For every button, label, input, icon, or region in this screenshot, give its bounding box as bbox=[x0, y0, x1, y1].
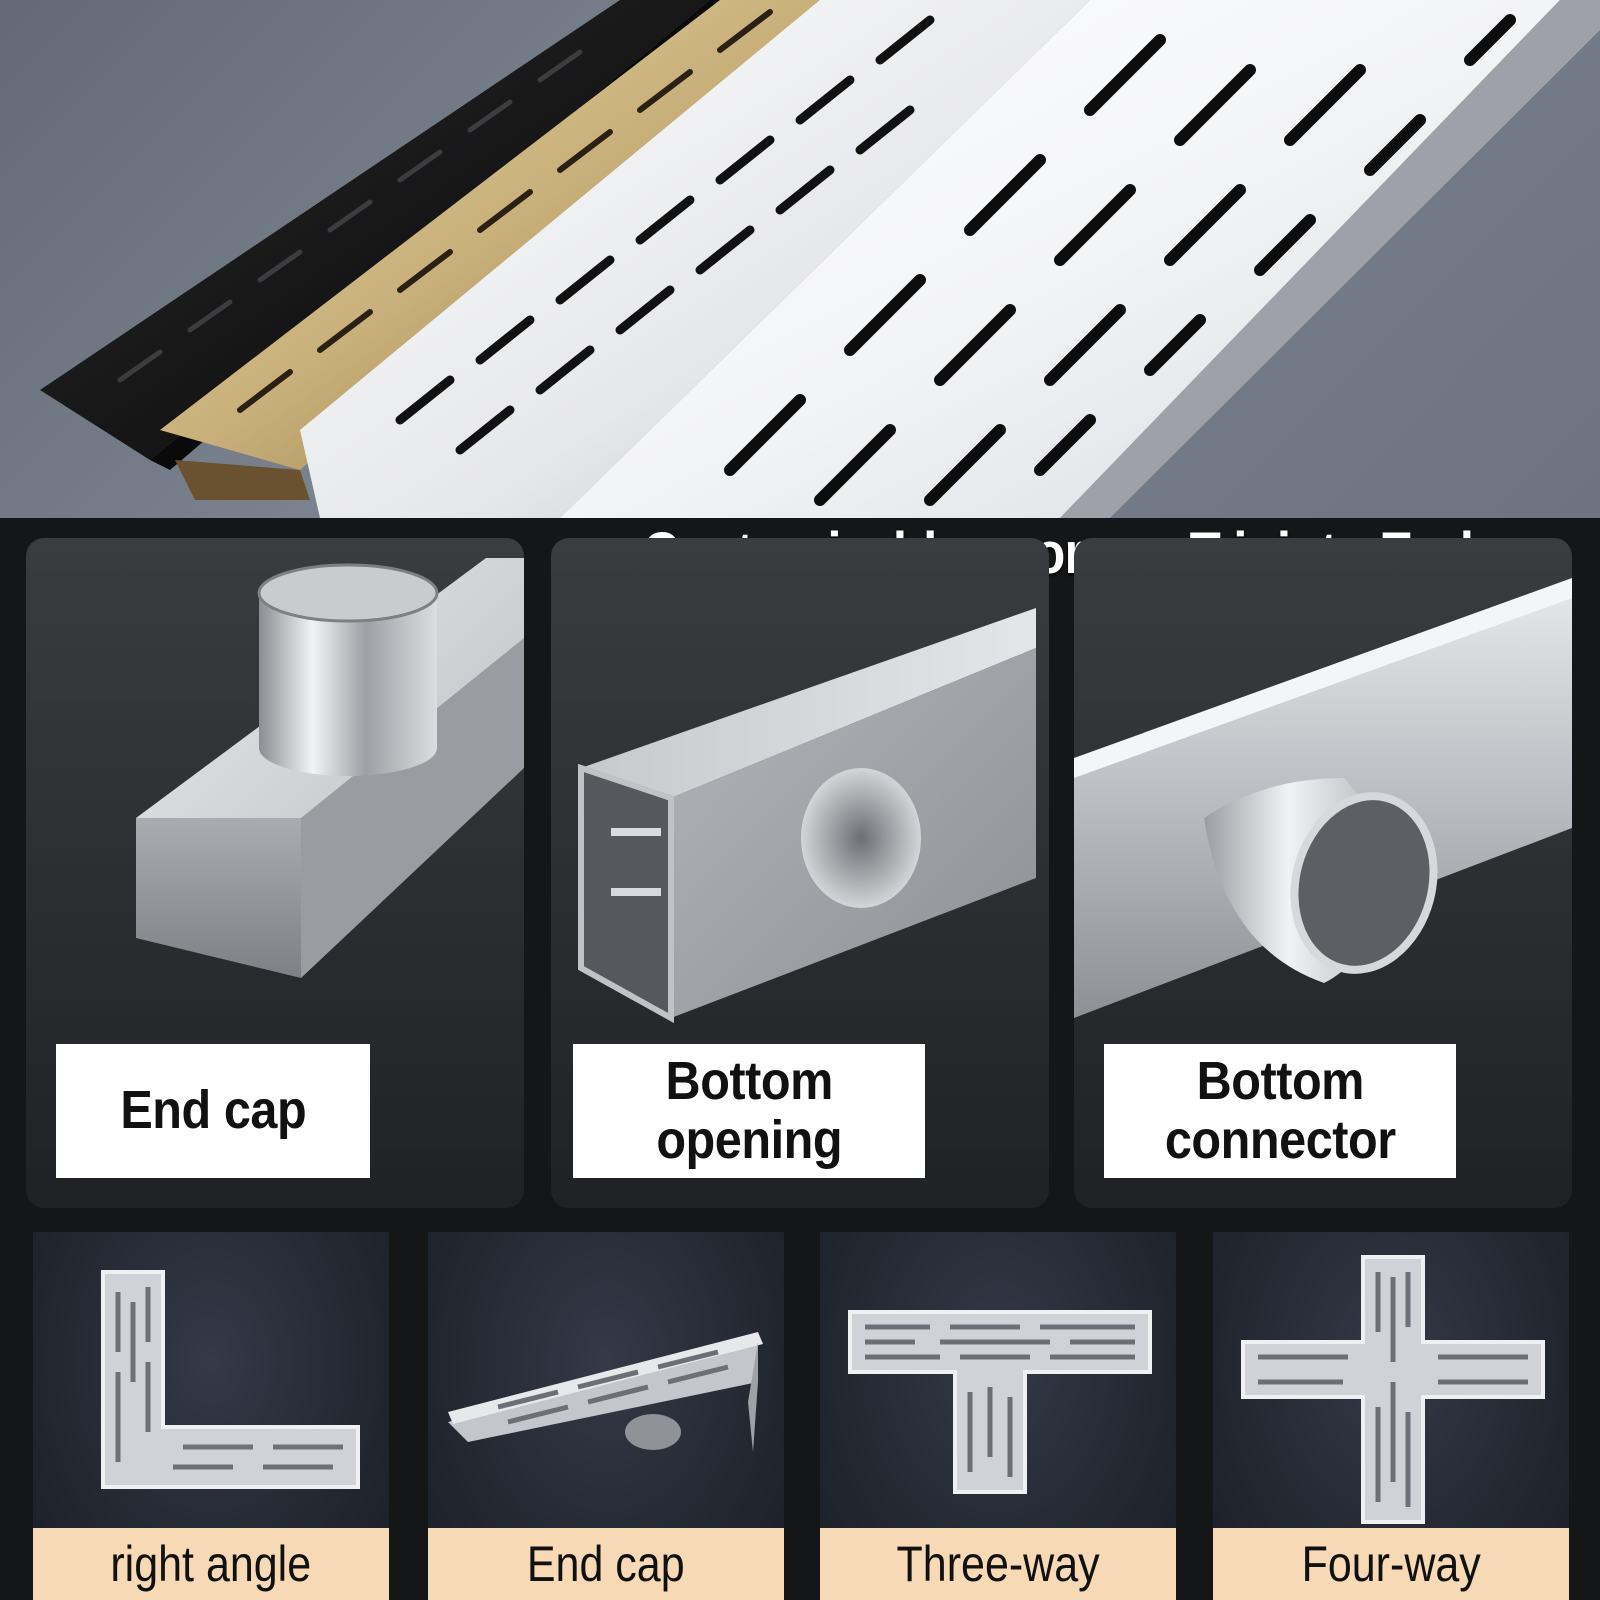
card-bottom-opening[interactable]: Bottom opening bbox=[551, 538, 1049, 1208]
thumb-right-angle[interactable]: right angle bbox=[33, 1232, 389, 1600]
card-end-cap-label: End cap bbox=[56, 1044, 370, 1178]
card-bottom-connector-label: Bottom connector bbox=[1104, 1044, 1456, 1178]
thumb-three-way[interactable]: Three-way bbox=[820, 1232, 1176, 1600]
thumb-four-way-label: Four-way bbox=[1213, 1528, 1569, 1600]
card-bottom-opening-label: Bottom opening bbox=[573, 1044, 925, 1178]
bottom-opening-icon bbox=[578, 608, 1036, 1024]
hero-product-image bbox=[0, 0, 1600, 518]
pipe-end-cap-icon bbox=[136, 558, 524, 978]
thumb-right-angle-label: right angle bbox=[33, 1528, 389, 1600]
bottom-connector-icon bbox=[1074, 578, 1572, 1018]
card-bottom-connector[interactable]: Bottom connector bbox=[1074, 538, 1572, 1208]
cross-joint-drain-icon bbox=[1241, 1255, 1545, 1524]
end-cap-drain-icon bbox=[448, 1332, 763, 1452]
thumb-three-way-label: Three-way bbox=[820, 1528, 1176, 1600]
thumb-end-cap-label: End cap bbox=[428, 1528, 784, 1600]
thumb-four-way[interactable]: Four-way bbox=[1213, 1232, 1569, 1600]
card-end-cap[interactable]: End cap bbox=[26, 538, 524, 1208]
l-corner-drain-icon bbox=[101, 1270, 360, 1489]
thumb-end-cap[interactable]: End cap bbox=[428, 1232, 784, 1600]
drain-strips-icon bbox=[40, 0, 1600, 518]
t-joint-drain-icon bbox=[848, 1310, 1152, 1494]
